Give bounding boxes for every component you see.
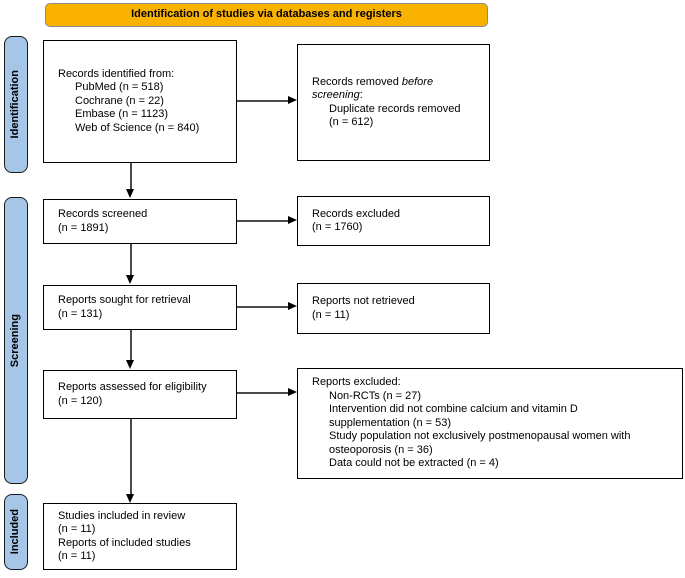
- included-studies-line3: Reports of included studies: [58, 536, 191, 549]
- records-removed-line2: screening:: [312, 89, 363, 101]
- stage-label-screening: Screening: [4, 197, 28, 484]
- box-records-removed: Records removed before screening: Duplic…: [297, 44, 490, 161]
- box-reports-excluded-reasons: Reports excluded: Non-RCTs (n = 27) Inte…: [297, 368, 683, 479]
- reports-excluded-data: Data could not be extracted (n = 4): [329, 457, 499, 470]
- banner-label: Identification of studies via databases …: [131, 8, 402, 21]
- records-identified-cochrane: Cochrane (n = 22): [75, 94, 164, 107]
- reports-excluded-nonrcts: Non-RCTs (n = 27): [329, 389, 422, 402]
- stage-label-included: Included: [4, 494, 28, 570]
- reports-excluded-population-1: Study population not exclusively postmen…: [329, 430, 631, 443]
- arrow-screened-to-sought: [127, 244, 134, 284]
- stage-label-included-text: Included: [9, 509, 22, 555]
- records-identified-wos: Web of Science (n = 840): [75, 121, 200, 134]
- records-excluded-line1: Records excluded: [312, 207, 401, 220]
- box-reports-not-retrieved: Reports not retrieved (n = 11): [297, 283, 490, 334]
- box-included-studies: Studies included in review (n = 11) Repo…: [43, 503, 237, 570]
- arrow-identified-to-removed: [237, 97, 297, 104]
- stage-label-identification: Identification: [4, 36, 28, 173]
- stage-label-identification-text: Identification: [9, 70, 22, 139]
- arrow-sought-to-not-retrieved: [237, 303, 297, 310]
- arrow-sought-to-assessed: [127, 330, 134, 369]
- reports-assessed-line2: (n = 120): [58, 394, 103, 407]
- records-screened-line1: Records screened: [58, 208, 148, 220]
- arrow-assessed-to-excluded-reasons: [237, 389, 297, 396]
- reports-not-retrieved-line1: Reports not retrieved: [312, 295, 415, 307]
- box-records-screened: Records screened (n = 1891): [43, 199, 237, 244]
- box-reports-assessed: Reports assessed for eligibility (n = 12…: [43, 370, 237, 419]
- records-identified-title: Records identified from:: [58, 67, 175, 80]
- reports-sought-line1: Reports sought for retrieval: [58, 294, 191, 306]
- arrow-screened-to-excluded: [237, 217, 297, 224]
- reports-excluded-intervention-1: Intervention did not combine calcium and…: [329, 403, 578, 416]
- included-studies-line2: (n = 11): [58, 523, 96, 535]
- reports-not-retrieved-line2: (n = 11): [312, 308, 350, 321]
- arrow-assessed-to-included: [127, 419, 134, 503]
- records-removed-duplicates: Duplicate records removed: [329, 102, 461, 115]
- box-reports-sought: Reports sought for retrieval (n = 131): [43, 285, 237, 330]
- records-identified-embase: Embase (n = 1123): [75, 108, 169, 121]
- reports-assessed-line1: Reports assessed for eligibility: [58, 381, 207, 393]
- reports-excluded-intervention-2: supplementation (n = 53): [329, 416, 451, 429]
- reports-excluded-population-2: osteoporosis (n = 36): [329, 443, 433, 456]
- records-identified-pubmed: PubMed (n = 518): [75, 81, 164, 94]
- included-studies-line4: (n = 11): [58, 550, 96, 562]
- box-records-excluded: Records excluded (n = 1760): [297, 196, 490, 246]
- records-excluded-line2: (n = 1760): [312, 221, 363, 233]
- banner-identification-databases: Identification of studies via databases …: [45, 3, 488, 27]
- arrow-identified-to-screened: [127, 163, 134, 198]
- stage-label-screening-text: Screening: [9, 313, 22, 368]
- box-records-identified: Records identified from: PubMed (n = 518…: [43, 40, 237, 163]
- reports-excluded-title: Reports excluded:: [312, 376, 401, 389]
- records-screened-line2: (n = 1891): [58, 221, 109, 234]
- included-studies-line1: Studies included in review: [58, 509, 186, 522]
- records-removed-line1: Records removed before: [312, 75, 434, 88]
- reports-sought-line2: (n = 131): [58, 307, 103, 320]
- records-removed-duplicates-n: (n = 612): [329, 116, 374, 128]
